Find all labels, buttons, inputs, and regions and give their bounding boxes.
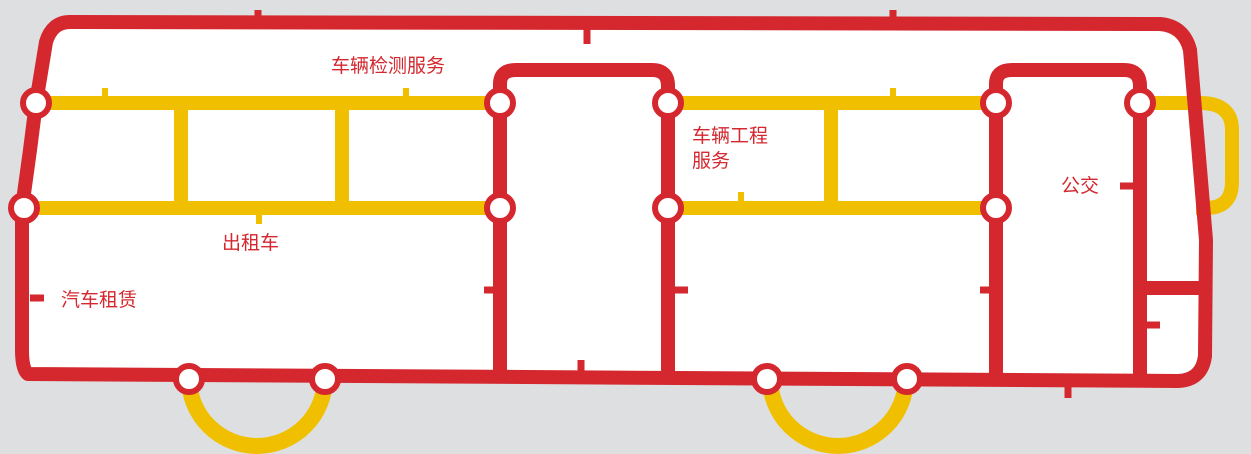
station-marker — [980, 192, 1012, 224]
station-marker — [20, 87, 52, 119]
yellow-front-bumper — [1140, 96, 1239, 215]
station-marker — [652, 87, 684, 119]
red-route-lines — [15, 10, 1213, 398]
red-door-right — [989, 63, 1147, 380]
station-marker — [484, 87, 516, 119]
station-marker — [980, 87, 1012, 119]
label-taxi: 出租车 — [222, 233, 280, 254]
stations — [8, 87, 1156, 395]
label-car-rental: 汽车租赁 — [61, 290, 138, 311]
station-marker — [484, 192, 516, 224]
station-marker — [1124, 87, 1156, 119]
red-bus-outline — [15, 15, 1213, 388]
yellow-route-lines — [24, 88, 1239, 224]
label-vehicle-inspection: 车辆检测服务 — [331, 56, 446, 77]
station-marker — [652, 192, 684, 224]
station-marker — [309, 363, 341, 395]
red-door-left — [493, 63, 675, 376]
label-vehicle-engineering-line2: 服务 — [692, 151, 731, 172]
station-marker — [891, 363, 923, 395]
label-bus: 公交 — [1061, 176, 1100, 197]
station-marker — [8, 192, 40, 224]
station-marker — [173, 363, 205, 395]
station-marker — [751, 363, 783, 395]
label-vehicle-engineering-line1: 车辆工程 — [692, 126, 769, 147]
